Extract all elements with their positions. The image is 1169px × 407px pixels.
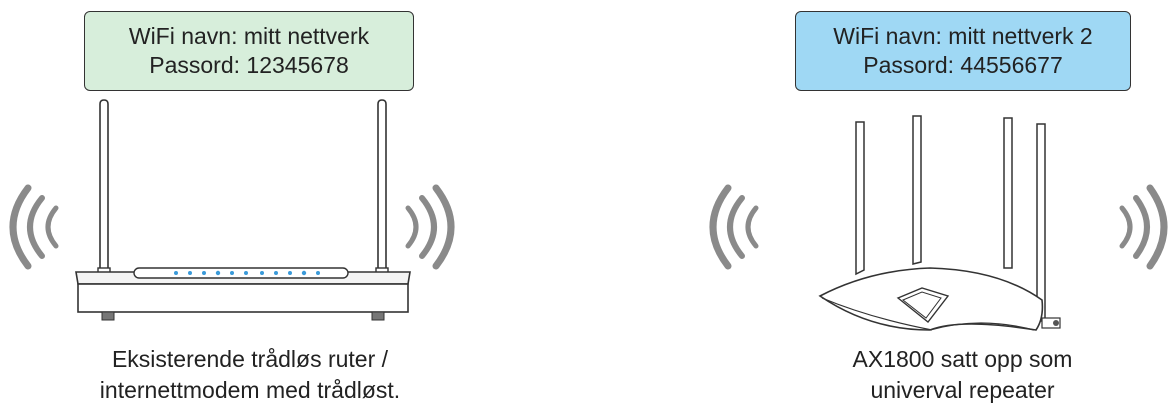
wifi-password-label: Passord: 12345678 [149, 52, 349, 78]
router-caption: Eksisterende trådløs ruter / internettmo… [60, 344, 440, 406]
repeater-caption: AX1800 satt opp som univerval repeater [770, 344, 1155, 406]
wifi-name-label: WiFi navn: mitt nettverk 2 [833, 23, 1093, 49]
router-icon [75, 99, 411, 321]
router-foot-left [101, 311, 115, 321]
status-led-icons [174, 270, 320, 276]
wifi-signal-icon [9, 184, 59, 270]
caption-line-2: univerval repeater [870, 377, 1055, 403]
wifi-name-label: WiFi navn: mitt nettverk [128, 23, 370, 49]
wifi-signal-icon [1119, 184, 1168, 270]
wifi-signal-icon [709, 184, 759, 270]
wifi-signal-icon [405, 184, 455, 270]
router-icon [818, 115, 1061, 331]
led-panel [133, 267, 349, 279]
caption-line-2: internettmodem med trådløst. [99, 377, 401, 403]
wifi-password-label: Passord: 44556677 [863, 52, 1063, 78]
antenna-right-icon [375, 99, 389, 275]
router-wifi-info-box: WiFi navn: mitt nettverk Passord: 123456… [84, 11, 414, 91]
antenna-left-icon [97, 99, 111, 275]
caption-line-1: AX1800 satt opp som [852, 346, 1073, 372]
repeater-wifi-info-box: WiFi navn: mitt nettverk 2 Passord: 4455… [795, 11, 1131, 91]
caption-line-1: Eksisterende trådløs ruter / [111, 346, 389, 372]
router-foot-right [371, 311, 385, 321]
